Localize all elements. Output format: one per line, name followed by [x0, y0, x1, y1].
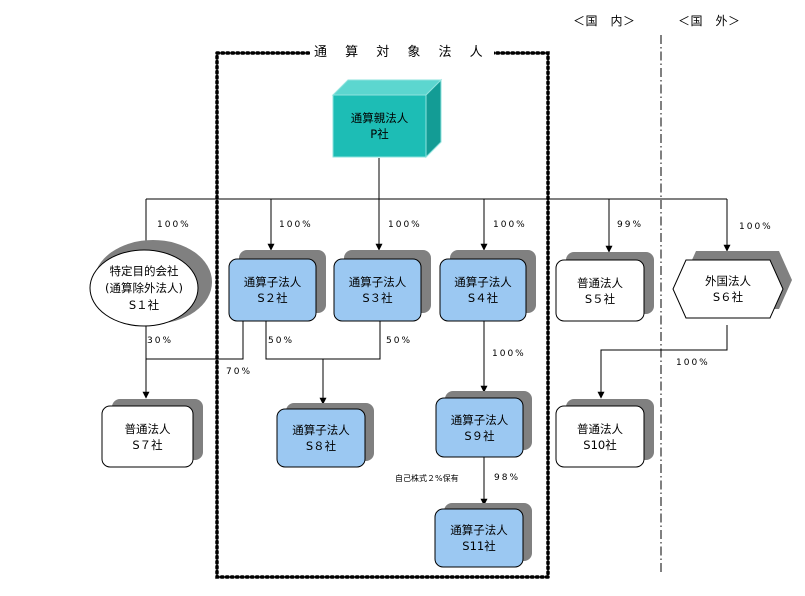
node-s5-line2: S５社 — [584, 291, 616, 306]
pct-s1-s7: 30% — [147, 336, 174, 346]
node-s4-line1: 通算子法人 — [454, 275, 512, 289]
pct-p-s4: 100% — [493, 220, 527, 230]
pct-s3-s8: 50% — [386, 336, 413, 346]
node-p-line1: 通算親法人 — [350, 111, 409, 125]
node-s7-line2: S７社 — [132, 437, 163, 452]
node-s1-label: 特定目的会社 (通算除外法人) S１社 — [90, 250, 198, 326]
node-s1-line1: 特定目的会社 — [109, 263, 179, 278]
node-s6-line1: 外国法人 — [705, 274, 751, 288]
node-s3 — [333, 250, 431, 322]
pct-p-s6: 100% — [739, 222, 773, 232]
domestic-label: ＜国 内＞ — [573, 14, 636, 28]
pct-p-s1: 100% — [157, 220, 191, 230]
node-s9-line2: S９社 — [464, 428, 495, 443]
node-s9 — [435, 391, 532, 458]
node-s4-line2: S４社 — [467, 291, 499, 305]
node-s2-label: 通算子法人 S２社 — [229, 259, 316, 321]
node-s4 — [439, 250, 536, 322]
node-s2-line1: 通算子法人 — [243, 275, 302, 289]
node-s10-line1: 普通法人 — [577, 421, 623, 436]
node-p-label: 通算親法人 P社 — [333, 95, 426, 157]
node-s7 — [101, 399, 203, 468]
node-s5-label: 普通法人 S５社 — [556, 260, 644, 321]
foreign-label: ＜国 外＞ — [678, 14, 741, 28]
node-s10-label: 普通法人 S10社 — [556, 406, 644, 467]
node-s3-line2: S３社 — [362, 291, 393, 305]
node-s11 — [434, 503, 532, 568]
node-s9-label: 通算子法人 S９社 — [436, 398, 523, 457]
node-s11-line1: 通算子法人 — [450, 523, 508, 537]
node-s8-label: 通算子法人 S８社 — [277, 409, 365, 467]
node-s3-label: 通算子法人 S３社 — [334, 259, 421, 321]
node-s8-line1: 通算子法人 — [292, 423, 350, 437]
node-s7-label: 普通法人 S７社 — [102, 406, 193, 467]
group-title: 通 算 対 象 法 人 — [310, 46, 494, 59]
node-s5-line1: 普通法人 — [577, 275, 623, 290]
node-s6 — [672, 251, 792, 319]
node-s9-line1: 通算子法人 — [450, 412, 509, 427]
node-p-line2: P社 — [370, 127, 389, 141]
node-s10 — [555, 399, 654, 468]
pct-s6-s10: 100% — [676, 358, 710, 368]
node-s2-line2: S２社 — [257, 291, 288, 305]
pct-p-s5: 99% — [617, 220, 644, 230]
node-s1-line3: S１社 — [128, 297, 160, 312]
treasury-stock-note: 自己株式２%保有 — [395, 474, 459, 483]
node-s6-line2: S６社 — [712, 290, 744, 304]
node-s7-line1: 普通法人 — [124, 421, 171, 436]
node-s10-line2: S10社 — [583, 437, 617, 452]
node-s6-label: 外国法人 S６社 — [673, 260, 783, 318]
pct-p-s3: 100% — [388, 220, 422, 230]
node-s11-label: 通算子法人 S11社 — [435, 509, 523, 567]
node-s5 — [555, 252, 654, 322]
node-s4-label: 通算子法人 S４社 — [440, 259, 526, 321]
node-parent-p — [331, 78, 443, 159]
pct-s9-s11: 98% — [494, 473, 521, 483]
node-s11-line2: S11社 — [462, 539, 496, 553]
node-s8-line2: S８社 — [305, 439, 337, 453]
node-s1 — [89, 240, 212, 327]
node-s8 — [276, 403, 374, 468]
node-s1-line2: (通算除外法人) — [105, 280, 183, 295]
pct-s4-s9: 100% — [492, 349, 526, 359]
node-s3-line1: 通算子法人 — [348, 275, 407, 289]
pct-s2-s8: 50% — [268, 336, 295, 346]
pct-s2-s7: 70% — [226, 367, 253, 377]
pct-p-s2: 100% — [279, 220, 313, 230]
node-s2 — [228, 250, 326, 322]
